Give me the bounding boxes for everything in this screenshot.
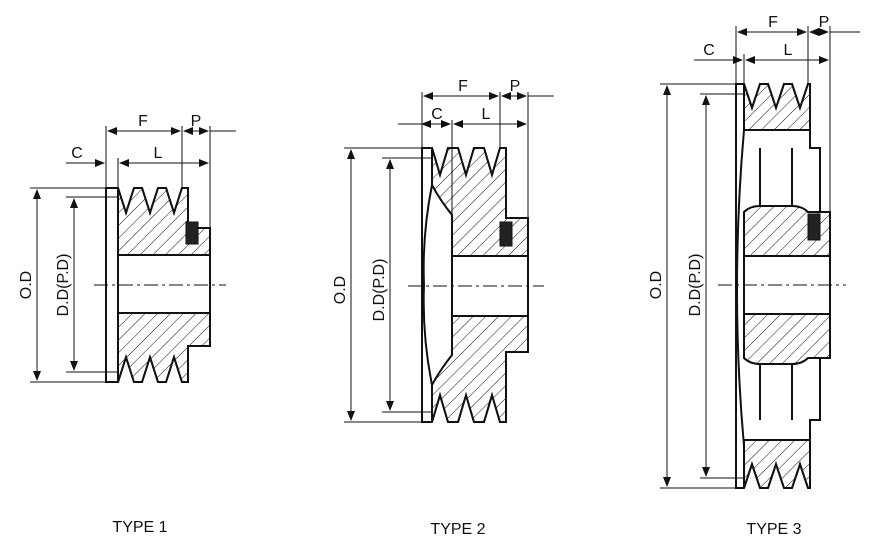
type3-dd-label: D.D(P.D) bbox=[687, 254, 704, 317]
type3-od-label: O.D bbox=[648, 271, 665, 299]
type3-recess-curve bbox=[736, 129, 745, 447]
pulley-type-2: O.D D.D(P.D) F P C L TYPE 2 bbox=[332, 78, 554, 538]
type3-f-label: F bbox=[768, 14, 778, 31]
type2-od-label: O.D bbox=[332, 276, 349, 304]
type2-set-screw bbox=[499, 221, 513, 247]
pulley-type-3: O.D D.D(P.D) F P C L TYPE 3 bbox=[648, 14, 860, 538]
type3-rim-upper bbox=[743, 83, 811, 131]
type2-f-label: F bbox=[458, 78, 468, 95]
type1-set-screw bbox=[185, 221, 199, 245]
type1-bore bbox=[117, 254, 211, 314]
type2-c-label: C bbox=[431, 106, 443, 123]
type3-c-label: C bbox=[703, 42, 715, 59]
type3-p-label: P bbox=[819, 14, 830, 31]
type3-caption: TYPE 3 bbox=[746, 521, 801, 538]
type1-dd-label: D.D(P.D) bbox=[55, 254, 72, 317]
type2-section-lower bbox=[431, 315, 529, 423]
type3-rim-lower bbox=[743, 439, 811, 489]
type2-caption: TYPE 2 bbox=[430, 521, 485, 538]
type1-od-label: O.D bbox=[18, 271, 35, 299]
type2-recess-curve bbox=[422, 184, 433, 386]
type3-l-label: L bbox=[784, 42, 793, 59]
type1-l-label: L bbox=[154, 145, 163, 162]
type1-caption: TYPE 1 bbox=[112, 519, 167, 536]
type2-dd-label: D.D(P.D) bbox=[371, 259, 388, 322]
type1-p-label: P bbox=[191, 113, 202, 130]
type1-section-lower bbox=[117, 312, 211, 383]
type2-p-label: P bbox=[510, 78, 521, 95]
pulley-type-1: O.D D.D(P.D) F P C L TYPE 1 bbox=[18, 113, 236, 536]
type1-f-label: F bbox=[138, 113, 148, 130]
type3-set-screw bbox=[807, 213, 821, 241]
type1-c-label: C bbox=[71, 145, 83, 162]
type2-l-label: L bbox=[482, 106, 491, 123]
type3-hub-lower bbox=[743, 313, 831, 365]
